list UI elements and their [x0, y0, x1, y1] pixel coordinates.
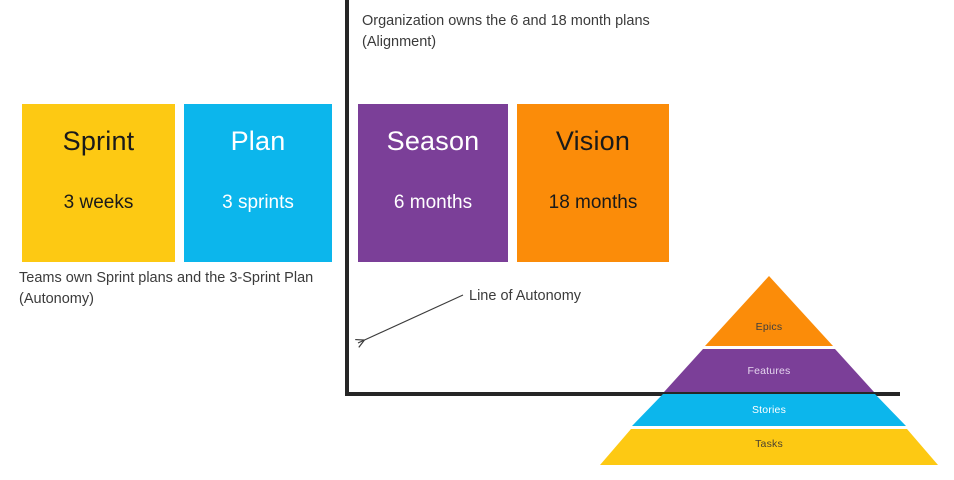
line-of-autonomy-annotation: Line of Autonomy: [345, 288, 635, 358]
pyramid-layer-epics[interactable]: [705, 276, 833, 346]
pyramid-layer-features[interactable]: [664, 349, 874, 392]
card-sprint[interactable]: Sprint 3 weeks: [22, 104, 175, 262]
card-season-subtitle: 6 months: [393, 192, 473, 213]
vertical-divider-line: [345, 0, 349, 396]
card-vision-title: Vision: [555, 126, 631, 156]
line-of-autonomy-label: Line of Autonomy: [469, 288, 582, 304]
card-season-title: Season: [386, 126, 480, 156]
card-plan-title: Plan: [230, 126, 286, 156]
pyramid-label-epics: Epics: [755, 321, 783, 333]
card-vision-subtitle: 18 months: [548, 192, 638, 213]
pyramid-layer-tasks[interactable]: [600, 429, 938, 465]
pyramid-label-stories: Stories: [751, 404, 787, 416]
card-sprint-title: Sprint: [62, 126, 135, 156]
pyramid-label-tasks: Tasks: [755, 438, 783, 450]
card-plan[interactable]: Plan 3 sprints: [184, 104, 332, 262]
callout-arrow-icon: [345, 294, 464, 358]
pyramid-label-features: Features: [747, 365, 791, 377]
line-of-autonomy-rule: [345, 392, 900, 396]
work-item-pyramid: Epics Features Stories Tasks: [598, 274, 940, 468]
card-season[interactable]: Season 6 months: [358, 104, 508, 262]
card-vision[interactable]: Vision 18 months: [517, 104, 669, 262]
card-sprint-subtitle: 3 weeks: [63, 192, 134, 213]
pyramid-layer-stories[interactable]: [632, 394, 906, 426]
autonomy-caption: Teams own Sprint plans and the 3-Sprint …: [19, 270, 314, 307]
alignment-caption: Organization owns the 6 and 18 month pla…: [362, 13, 650, 50]
card-plan-subtitle: 3 sprints: [222, 192, 294, 213]
